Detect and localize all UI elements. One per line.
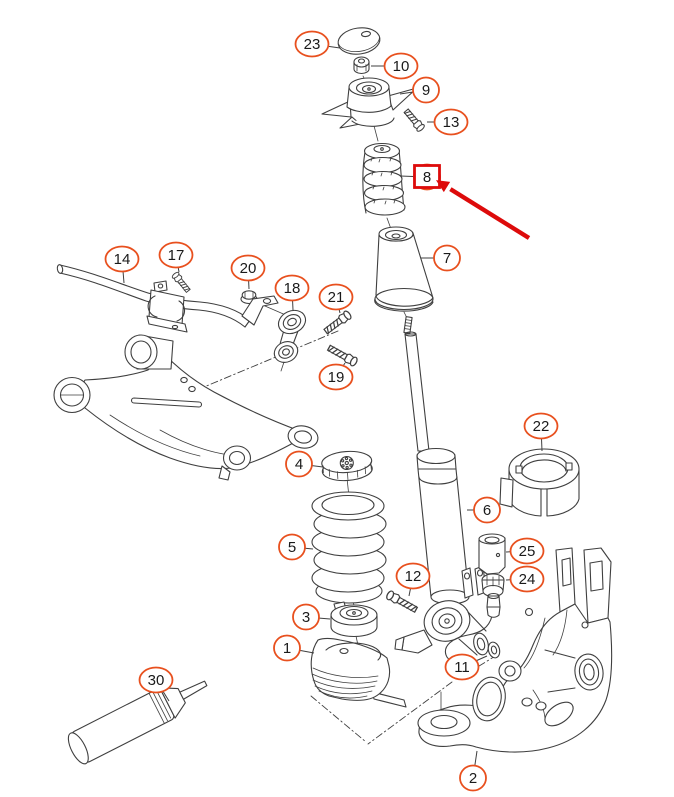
callout-19[interactable]: 19 (318, 362, 354, 391)
callout-3[interactable]: 3 (292, 603, 331, 631)
callout-2[interactable]: 2 (459, 750, 487, 792)
callout-number: 13 (443, 114, 460, 131)
callout-25[interactable]: 25 (505, 537, 545, 565)
callout-number: 18 (284, 280, 301, 297)
callout-10[interactable]: 10 (371, 52, 419, 80)
callout-number: 3 (302, 609, 310, 626)
callout-9[interactable]: 9 (399, 76, 440, 104)
part-2-wheel-bearing-housing (417, 547, 613, 753)
callout-4[interactable]: 4 (285, 450, 324, 478)
part-22-bushing-retainer (499, 448, 580, 517)
part-12-bolt (384, 589, 419, 615)
callout-12[interactable]: 12 (395, 562, 431, 597)
callout-number: 11 (454, 659, 470, 676)
highlight-arrow (435, 180, 531, 240)
trailing-arm (53, 334, 319, 481)
part-25-connector (478, 533, 506, 575)
part-11-washer (487, 641, 501, 659)
part-5-coil-spring (311, 491, 387, 604)
callout-13[interactable]: 13 (427, 108, 469, 136)
callout-17[interactable]: 17 (158, 241, 194, 273)
callout-20[interactable]: 20 (230, 254, 266, 290)
callout-18[interactable]: 18 (274, 274, 310, 311)
part-23-cap (337, 27, 381, 55)
highlight-box (413, 164, 441, 189)
callout-number: 30 (148, 672, 165, 689)
part-9-strut-mount (321, 77, 418, 129)
callout-8[interactable]: 8 (399, 163, 441, 191)
part-13-bolt (402, 107, 426, 133)
stabilizer-end-bracket (241, 295, 279, 326)
callout-number: 7 (443, 250, 451, 267)
callout-number: 24 (519, 571, 536, 588)
part-4-upper-spring-seat (321, 450, 373, 482)
part-3-lower-spring-seat (330, 601, 378, 638)
callout-5[interactable]: 5 (278, 533, 314, 561)
callout-11[interactable]: 11 (444, 653, 488, 681)
stabilizer-bar-clamp (146, 280, 188, 333)
callout-number: 5 (288, 539, 296, 556)
callout-23[interactable]: 23 (294, 30, 341, 58)
part-8-bump-stop (362, 142, 406, 216)
callout-number: 10 (393, 58, 410, 75)
callout-number: 8 (423, 169, 431, 186)
part-19-bolt (326, 343, 360, 368)
callout-7[interactable]: 7 (421, 244, 461, 272)
callout-number: 14 (114, 251, 131, 268)
callout-number: 12 (405, 568, 422, 585)
callout-number: 1 (283, 640, 291, 657)
part-24-sensor (444, 573, 505, 662)
callout-14[interactable]: 14 (104, 245, 140, 284)
part-20-nut (240, 290, 258, 305)
callout-30[interactable]: 30 (138, 666, 174, 702)
callout-22[interactable]: 22 (523, 412, 559, 452)
callout-number: 9 (422, 82, 430, 99)
part-30-grease-tube (67, 680, 208, 765)
part-17-bolt (170, 270, 192, 294)
callout-number: 21 (328, 289, 345, 306)
callout-number: 25 (519, 543, 536, 560)
callout-number: 22 (533, 418, 550, 435)
callout-number: 19 (328, 369, 345, 386)
callout-number: 6 (483, 502, 491, 519)
callout-1[interactable]: 1 (273, 634, 315, 662)
part-10-nut (353, 56, 370, 75)
callout-number: 20 (240, 260, 257, 277)
callout-21[interactable]: 21 (318, 283, 354, 314)
part-6-shock-absorber (394, 316, 489, 656)
callout-24[interactable]: 24 (505, 565, 545, 593)
part-1-spring-plate (310, 637, 407, 708)
part-7-dust-cover (374, 226, 434, 312)
callout-number: 17 (168, 247, 185, 264)
part-18-stabilizer-link (273, 309, 307, 372)
callout-number: 23 (304, 36, 321, 53)
callout-number: 2 (469, 770, 477, 787)
callout-number: 4 (295, 456, 303, 473)
callout-6[interactable]: 6 (467, 496, 501, 524)
